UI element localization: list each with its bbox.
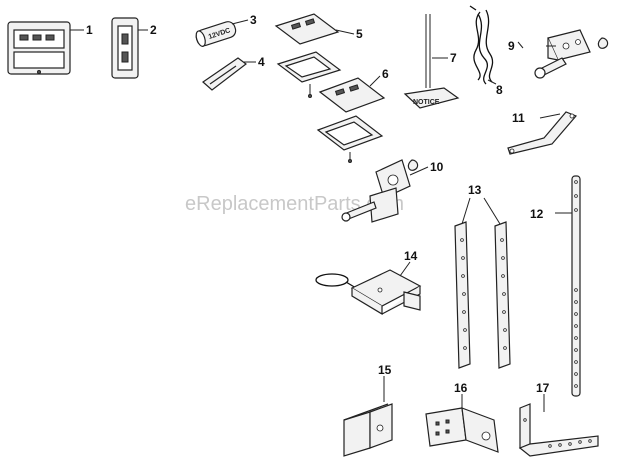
part-12-strap — [571, 175, 581, 397]
part-6-remote — [316, 77, 386, 163]
part-13-angle-brackets — [454, 221, 511, 369]
part-2-push-button — [111, 17, 139, 79]
leader-lines — [70, 19, 572, 412]
part-4-visor-clip — [202, 57, 247, 91]
callout-9: 9 — [508, 39, 515, 53]
part-17-bracket — [518, 403, 599, 457]
part-16-bracket — [425, 407, 499, 453]
part-9-door-bracket — [517, 29, 609, 79]
callout-16: 16 — [454, 381, 468, 395]
callout-10: 10 — [430, 160, 444, 174]
callout-numbers: 1 2 3 4 5 6 7 8 9 10 11 12 13 14 15 16 1… — [86, 13, 550, 395]
part-11-door-arm — [507, 111, 578, 155]
callout-13: 13 — [468, 183, 482, 197]
callout-6: 6 — [382, 67, 389, 81]
callout-8: 8 — [496, 83, 503, 97]
part-8-wire-coil — [469, 5, 494, 85]
part-1-wall-control — [7, 21, 71, 75]
callout-11: 11 — [512, 111, 525, 125]
part-10-bracket — [341, 159, 419, 223]
callout-2: 2 — [150, 23, 157, 37]
callout-14: 14 — [404, 249, 418, 263]
callout-7: 7 — [450, 51, 457, 65]
callout-17: 17 — [536, 381, 550, 395]
part-3-battery: 12VDC — [195, 21, 237, 47]
part-15-bracket — [343, 403, 393, 457]
callout-5: 5 — [356, 27, 363, 41]
callout-4: 4 — [258, 55, 265, 69]
callout-12: 12 — [530, 207, 544, 221]
part-14-safety-sensor — [315, 269, 422, 316]
callout-15: 15 — [378, 363, 392, 377]
notice-sign-text: NOTICE — [413, 99, 440, 106]
part-7-notice-sign: NOTICE — [403, 14, 460, 109]
callout-3: 3 — [250, 13, 257, 27]
watermark: eReplacementParts.com — [185, 193, 404, 215]
callout-1: 1 — [86, 23, 93, 37]
part-5-remote — [274, 13, 342, 98]
